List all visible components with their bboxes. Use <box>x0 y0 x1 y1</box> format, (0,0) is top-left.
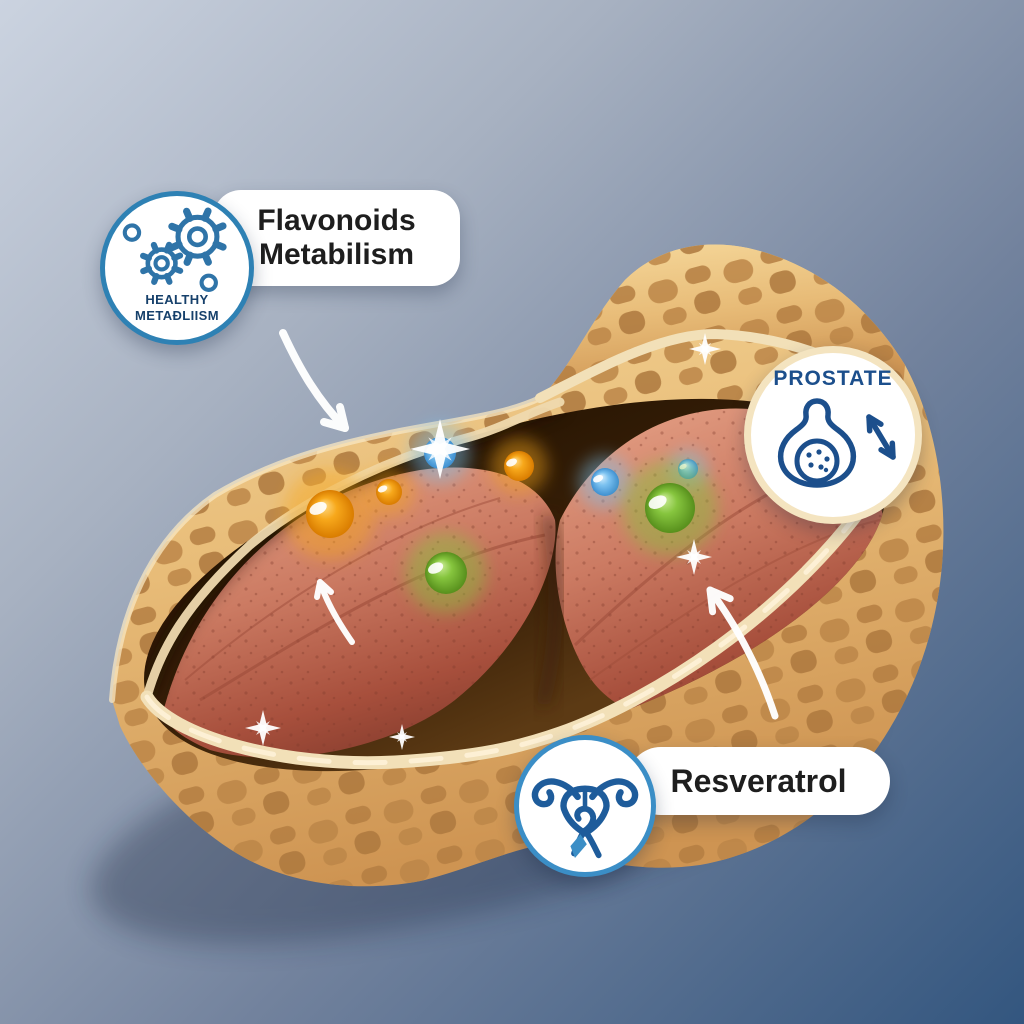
uterus-ribbon-icon <box>531 778 639 859</box>
flavonoids-label-line1: Flavonoids <box>257 204 416 238</box>
resveratrol-label-text: Resveratrol <box>670 762 847 799</box>
droplet-green <box>622 460 718 556</box>
droplet-orange <box>490 437 548 495</box>
sparkle <box>245 710 281 746</box>
droplet-orange <box>284 468 376 560</box>
arrow-flavonoids-to-peanut <box>279 329 349 432</box>
reproductive-health-badge <box>514 735 656 877</box>
gears-icon <box>122 207 227 292</box>
arrow-resveratrol-to-peanut <box>706 586 779 720</box>
prostate-label: PROSTATE <box>773 367 893 390</box>
arrow-inside-kernel <box>314 579 355 645</box>
sparkle <box>410 419 470 479</box>
prostate-gland-icon <box>777 398 896 488</box>
healthy-metabolism-label-line1: HEALTHY <box>145 292 209 307</box>
droplet-green <box>406 533 486 613</box>
annotation-arrows <box>279 329 779 720</box>
shell-front-rim <box>140 471 890 770</box>
droplet-orange <box>364 467 414 517</box>
healthy-metabolism-badge: HEALTHY METAĐLIISM <box>100 191 254 345</box>
sparkle <box>676 539 712 575</box>
nutrient-droplets-layer <box>245 333 721 750</box>
sparkle <box>689 333 721 365</box>
prostate-badge: PROSTATE <box>744 346 922 524</box>
flavonoids-metabilism-label: Flavonoids Metabilism <box>213 190 460 286</box>
resveratrol-label: Resveratrol <box>627 747 890 815</box>
sparkle <box>389 724 415 750</box>
healthy-metabolism-label-line2: METAĐLIISM <box>135 308 219 324</box>
droplet-blue <box>578 455 632 509</box>
flavonoids-label-line2: Metabilism <box>258 238 415 271</box>
